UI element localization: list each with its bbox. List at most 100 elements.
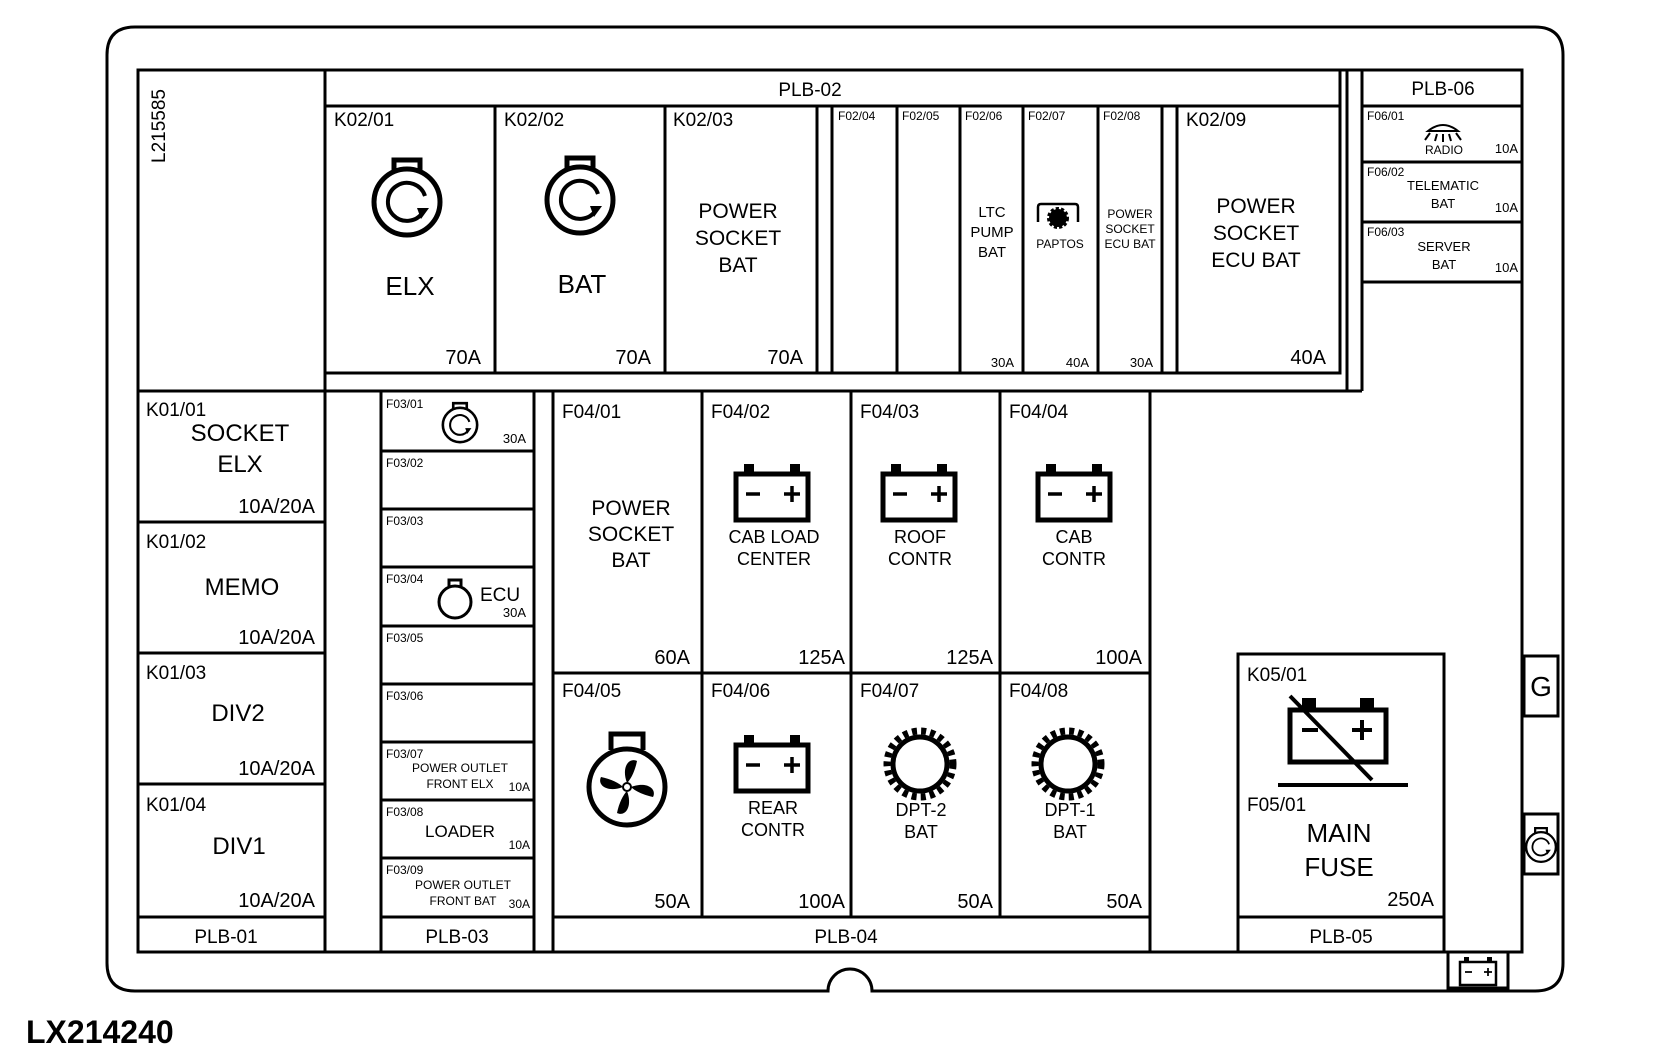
slot-id: F03/08 xyxy=(386,805,424,819)
slot-line-3: ECU BAT xyxy=(1104,237,1156,251)
slot-id: F04/05 xyxy=(562,681,621,702)
slot-f04-05: F04/05 50A xyxy=(562,681,691,913)
slot-line-2: BAT xyxy=(1431,196,1455,211)
slot-rating: 30A xyxy=(509,897,530,911)
relay-id: K05/01 xyxy=(1247,665,1307,686)
battery-icon xyxy=(883,464,955,520)
slot-line-1: LOADER xyxy=(425,822,495,841)
plb-04-label: PLB-04 xyxy=(814,927,878,948)
battery-icon xyxy=(736,464,808,520)
slot-line-2: FRONT ELX xyxy=(426,777,493,791)
slot-rating: 100A xyxy=(1095,647,1142,669)
gear-icon xyxy=(1035,731,1101,797)
slot-k02-02: K02/02 BAT 70A xyxy=(504,110,652,369)
ground-symbol: G xyxy=(1530,671,1552,702)
slot-rating: 30A xyxy=(503,431,526,446)
battery-marker xyxy=(1446,950,1510,990)
connector-icon xyxy=(1036,202,1080,229)
relay-icon xyxy=(374,160,440,235)
slot-line-1: REAR xyxy=(748,798,798,818)
plb-06-block: PLB-06 F06/01 RADIO 10A F06/02 TELEMATIC… xyxy=(1360,70,1522,287)
plb-01-block: PLB-01 K01/01 SOCKET ELX 10A/20A K01/02 … xyxy=(138,391,327,952)
slot-f06-01: F06/01 RADIO 10A xyxy=(1367,109,1518,157)
slot-line-2: CONTR xyxy=(888,549,952,569)
slot-rating: 10A xyxy=(509,838,530,852)
slot-f03-03: F03/03 xyxy=(386,514,424,528)
slot-id: K01/02 xyxy=(146,532,206,553)
slot-f03-05: F03/05 xyxy=(386,631,424,645)
battery-icon xyxy=(1038,464,1110,520)
slot-k02-01: K02/01 ELX 70A xyxy=(334,110,482,369)
slot-id: F04/01 xyxy=(562,402,621,423)
plb-03-block: PLB-03 F03/01 30A F03/02 F03/03 F03/04 E… xyxy=(379,391,536,952)
slot-line-1: POWER OUTLET xyxy=(415,878,512,892)
slot-f02-08: F02/08 POWER SOCKET ECU BAT 30A xyxy=(1103,109,1156,370)
plb-04-block: PLB-04 F04/01 POWER SOCKET BAT 60A F04/0… xyxy=(551,391,1152,952)
slot-id: F06/01 xyxy=(1367,109,1405,123)
side-code: L215585 xyxy=(149,89,170,163)
slot-id: F02/07 xyxy=(1028,109,1066,123)
slot-line-1: POWER xyxy=(1107,207,1153,221)
slot-f04-07: F04/07 DPT-2 BAT 50A xyxy=(860,681,994,913)
slot-line-1: MAIN xyxy=(1307,818,1372,848)
slot-line-1: DPT-2 xyxy=(895,800,946,820)
plb-05-label: PLB-05 xyxy=(1309,927,1372,948)
slot-id: F06/02 xyxy=(1367,165,1405,179)
slot-rating: 10A xyxy=(509,780,530,794)
slot-f03-07: F03/07 POWER OUTLET FRONT ELX 10A xyxy=(386,747,530,794)
slot-rating: 60A xyxy=(654,647,690,669)
slot-line-2: BAT xyxy=(1432,257,1456,272)
battery-disconnect-icon xyxy=(1278,694,1408,787)
slot-rating: 10A xyxy=(1495,200,1518,215)
plb-01-label: PLB-01 xyxy=(194,927,257,948)
slot-line-1: PAPTOS xyxy=(1036,237,1084,251)
slot-line-2: BAT xyxy=(1053,822,1087,842)
slot-line-2: FUSE xyxy=(1304,852,1373,882)
slot-rating: 70A xyxy=(615,347,651,369)
relay-marker xyxy=(1522,812,1560,876)
slot-id: K01/03 xyxy=(146,663,206,684)
slot-f03-09: F03/09 POWER OUTLET FRONT BAT 30A xyxy=(386,863,530,911)
slot-f03-04: F03/04 ECU 30A xyxy=(386,572,526,620)
slot-id: K02/09 xyxy=(1186,110,1246,131)
slot-rating: 40A xyxy=(1290,347,1326,369)
slot-rating: 50A xyxy=(654,891,690,913)
slot-line-3: BAT xyxy=(611,549,650,572)
slot-id: K02/01 xyxy=(334,110,394,131)
slot-id: F03/06 xyxy=(386,689,424,703)
slot-f03-01: F03/01 30A xyxy=(386,397,526,446)
slot-line-1: RADIO xyxy=(1425,143,1463,157)
slot-line-1: TELEMATIC xyxy=(1407,178,1479,193)
slot-id: F03/03 xyxy=(386,514,424,528)
slot-id: F06/03 xyxy=(1367,225,1405,239)
slot-rating: 40A xyxy=(1066,355,1089,370)
slot-f02-07: F02/07 PAPTOS 40A xyxy=(1028,109,1089,370)
slot-k01-01: K01/01 SOCKET ELX 10A/20A xyxy=(146,400,316,518)
slot-line-3: ECU BAT xyxy=(1211,249,1301,272)
fan-motor-icon xyxy=(586,731,668,828)
slot-f06-03: F06/03 SERVER BAT 10A xyxy=(1367,225,1518,275)
dome-lamp-icon xyxy=(1424,124,1462,142)
slot-line-1: CAB xyxy=(1055,527,1092,547)
relay-icon xyxy=(547,158,613,233)
slot-id: F03/05 xyxy=(386,631,424,645)
slot-rating: 10A/20A xyxy=(238,758,315,780)
slot-id: F04/08 xyxy=(1009,681,1068,702)
slot-rating: 125A xyxy=(946,647,993,669)
slot-rating: 30A xyxy=(503,605,526,620)
slot-f04-08: F04/08 DPT-1 BAT 50A xyxy=(1009,681,1143,913)
slot-rating: 125A xyxy=(798,647,845,669)
slot-f04-01: F04/01 POWER SOCKET BAT 60A xyxy=(562,402,691,669)
slot-rating: 100A xyxy=(798,891,845,913)
doc-id: LX214240 xyxy=(26,1014,174,1050)
fuse-id: F05/01 xyxy=(1247,795,1306,816)
slot-line-1: SOCKET xyxy=(191,420,290,447)
slot-line-1: LTC xyxy=(978,204,1005,221)
slot-f03-06: F03/06 xyxy=(386,689,424,703)
slot-id: F04/02 xyxy=(711,402,770,423)
slot-rating: 50A xyxy=(957,891,993,913)
slot-line-1: CAB LOAD xyxy=(728,527,819,547)
plb-02-block: PLB-02 K02/01 ELX 70A K02/02 BAT 70A K02… xyxy=(323,68,1349,391)
slot-f06-02: F06/02 TELEMATIC BAT 10A xyxy=(1367,165,1518,215)
slot-k02-09: K02/09 POWER SOCKET ECU BAT 40A xyxy=(1186,110,1327,369)
